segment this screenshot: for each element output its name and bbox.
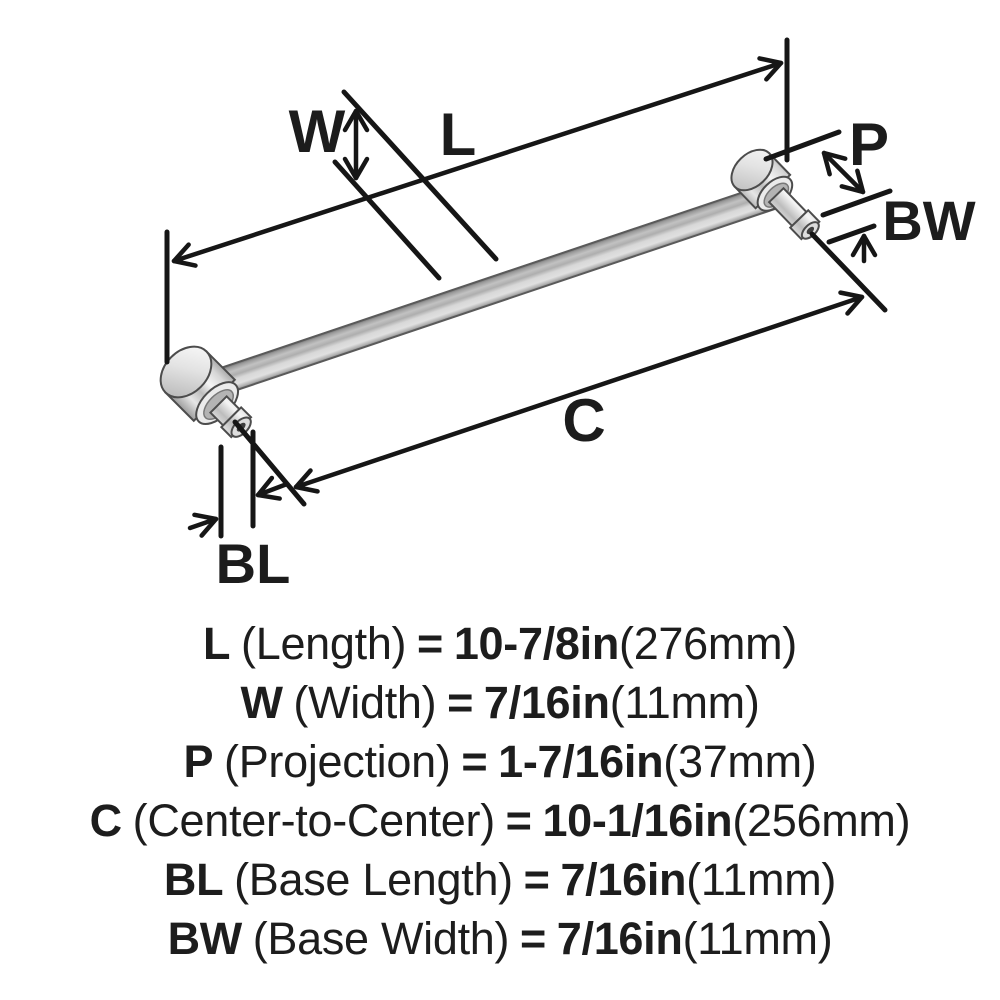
spec-name: (Projection) <box>224 736 451 787</box>
spec-row-base-width: BW(Base Width)=7/16in(11mm) <box>168 909 833 968</box>
base-width-tick <box>826 223 877 245</box>
center-extension-right <box>809 231 888 313</box>
dimension-center-to-center <box>232 231 888 507</box>
spec-code: BW <box>167 913 243 964</box>
spec-row-length: L(Length)=10-7/8in(276mm) <box>203 614 797 673</box>
spec-row-center-to-center: C(Center-to-Center)=10-1/16in(256mm) <box>90 791 911 850</box>
spec-equals: = <box>417 618 444 669</box>
dimension-length <box>164 37 790 365</box>
spec-code: P <box>183 736 214 787</box>
dimension-base-length <box>187 429 290 539</box>
spec-inch-value: 7/16in <box>560 854 687 905</box>
label-projection: P <box>849 111 889 178</box>
spec-inch-value: 1-7/16in <box>498 736 664 787</box>
spec-list: L(Length)=10-7/8in(276mm) W(Width)=7/16i… <box>0 614 1000 968</box>
spec-name: (Base Length) <box>234 854 513 905</box>
spec-name: (Base Width) <box>252 913 510 964</box>
length-arrow <box>171 56 784 268</box>
spec-name: (Length) <box>241 618 407 669</box>
dimension-width <box>332 89 499 281</box>
spec-mm-value: (256mm) <box>732 795 911 846</box>
width-extension-lower <box>332 159 442 281</box>
spec-inch-value: 10-1/16in <box>542 795 733 846</box>
label-center-to-center: C <box>562 387 605 454</box>
spec-mm-value: (276mm) <box>619 618 797 669</box>
handle-bar <box>186 182 778 406</box>
spec-equals: = <box>505 795 532 846</box>
spec-row-projection: P(Projection)=1-7/16in(37mm) <box>184 732 817 791</box>
spec-inch-value: 7/16in <box>483 677 610 728</box>
center-arrow <box>293 290 865 494</box>
left-post <box>159 345 253 439</box>
spec-name: (Width) <box>293 677 437 728</box>
spec-code: BL <box>163 854 224 905</box>
spec-mm-value: (11mm) <box>686 854 837 905</box>
center-extension-left <box>232 419 307 507</box>
spec-name: (Center-to-Center) <box>132 795 496 846</box>
spec-equals: = <box>461 736 488 787</box>
spec-mm-value: (37mm) <box>663 736 817 787</box>
handle-product <box>159 148 821 439</box>
base-length-arrow-right <box>255 475 290 501</box>
spec-code: W <box>240 677 283 728</box>
projection-tick-lower <box>820 188 893 218</box>
spec-inch-value: 10-7/8in <box>453 618 620 669</box>
width-extension-upper <box>341 89 499 262</box>
projection-tick-upper <box>763 129 842 162</box>
spec-row-width: W(Width)=7/16in(11mm) <box>240 673 759 732</box>
label-width: W <box>289 98 346 165</box>
spec-equals: = <box>520 913 546 964</box>
spec-equals: = <box>523 854 550 905</box>
dimension-projection <box>763 129 893 218</box>
spec-mm-value: (11mm) <box>682 913 833 964</box>
spec-code: L <box>203 618 231 669</box>
spec-mm-value: (11mm) <box>609 677 760 728</box>
spec-equals: = <box>447 677 474 728</box>
projection-arrow <box>821 150 866 195</box>
spec-row-base-length: BL(Base Length)=7/16in(11mm) <box>164 850 836 909</box>
label-length: L <box>440 101 477 168</box>
spec-inch-value: 7/16in <box>556 913 683 964</box>
label-base-length: BL <box>216 532 291 595</box>
base-length-arrow-left <box>187 512 219 538</box>
dimension-base-width <box>826 223 878 264</box>
label-base-width: BW <box>882 189 975 252</box>
spec-code: C <box>89 795 123 846</box>
